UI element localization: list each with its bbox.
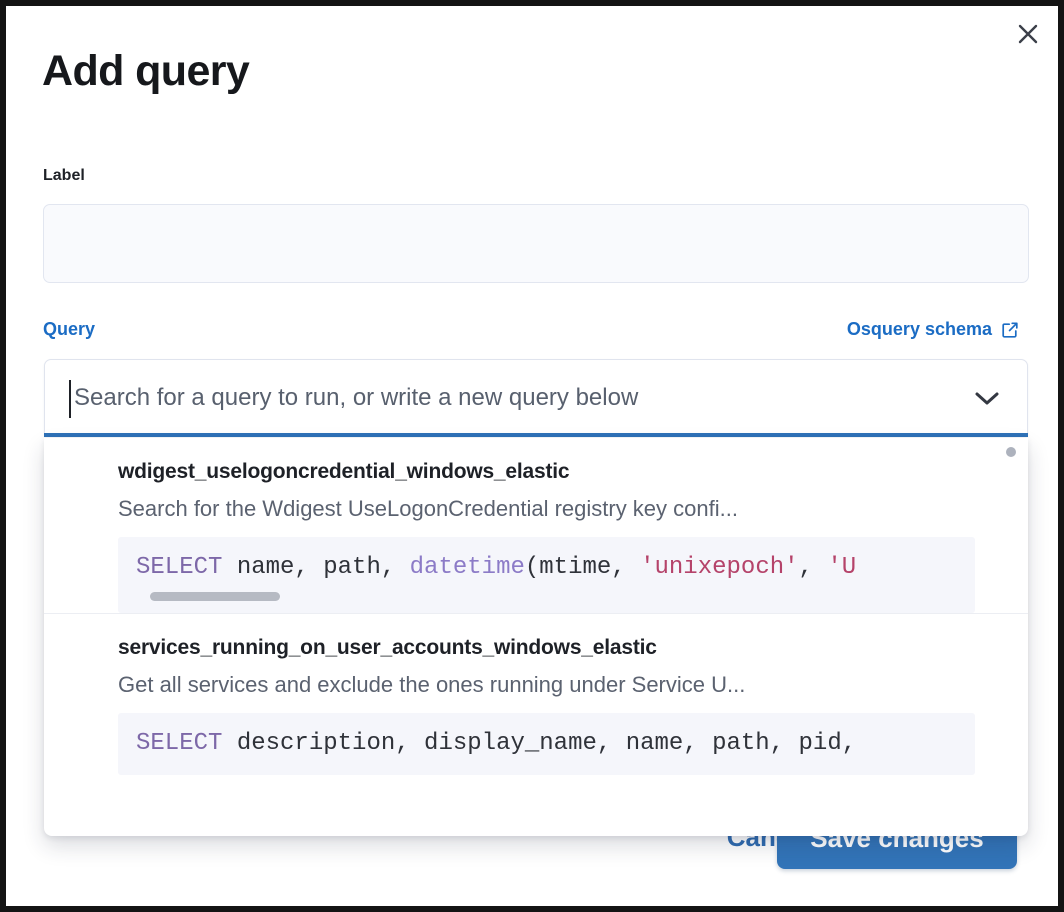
add-query-modal: Add query Label Query Osquery schema Sea…: [6, 6, 1058, 906]
sql-snippet: SELECT name, path, datetime(mtime, 'unix…: [136, 554, 857, 581]
combobox-focus-underline: [44, 433, 1028, 437]
dropdown-option-description: Search for the Wdigest UseLogonCredentia…: [118, 496, 738, 521]
dropdown-scrollbar[interactable]: [1006, 447, 1016, 457]
dropdown-option-list: wdigest_uselogoncredential_windows_elast…: [44, 438, 1028, 775]
chevron-down-icon: [975, 392, 999, 404]
dropdown-option-code-block: SELECT name, path, datetime(mtime, 'unix…: [118, 537, 975, 613]
label-input[interactable]: [43, 204, 1029, 283]
query-combobox[interactable]: Search for a query to run, or write a ne…: [44, 359, 1028, 436]
dropdown-option-code-block: SELECT description, display_name, name, …: [118, 713, 975, 775]
label-field-label: Label: [43, 167, 85, 184]
dropdown-option-description: Get all services and exclude the ones ru…: [118, 672, 746, 697]
query-combobox-placeholder: Search for a query to run, or write a ne…: [74, 383, 639, 411]
code-block-padding: [136, 759, 975, 775]
page-title: Add query: [42, 47, 250, 95]
osquery-schema-link[interactable]: Osquery schema: [847, 319, 1020, 340]
dropdown-option[interactable]: wdigest_uselogoncredential_windows_elast…: [44, 438, 1028, 613]
dropdown-option[interactable]: services_running_on_user_accounts_window…: [44, 613, 1028, 775]
combobox-toggle-button[interactable]: [967, 360, 1007, 435]
sql-snippet: SELECT description, display_name, name, …: [136, 730, 857, 757]
text-caret: [69, 380, 71, 418]
code-scrollbar-thumb[interactable]: [150, 592, 280, 601]
close-icon: [1018, 24, 1038, 44]
external-link-icon: [1002, 321, 1018, 338]
close-button[interactable]: [1008, 14, 1048, 54]
dropdown-option-title: services_running_on_user_accounts_window…: [118, 636, 657, 659]
query-section-legend: Query: [43, 319, 96, 339]
code-horizontal-scrollbar[interactable]: [136, 583, 975, 613]
query-suggestions-dropdown: wdigest_uselogoncredential_windows_elast…: [44, 438, 1028, 836]
dropdown-option-title: wdigest_uselogoncredential_windows_elast…: [118, 460, 570, 483]
osquery-schema-link-label: Osquery schema: [846, 319, 992, 339]
